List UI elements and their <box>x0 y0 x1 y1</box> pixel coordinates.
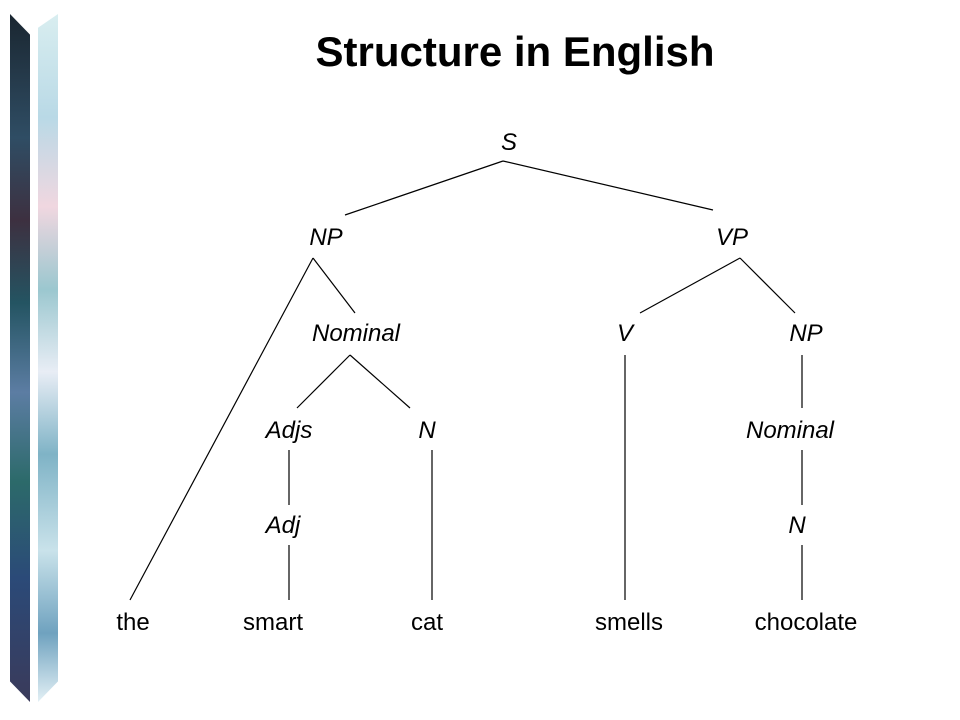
edge-np-nominal <box>312 257 356 314</box>
edge-nominal-n <box>349 354 411 409</box>
word-smells: smells <box>595 609 663 636</box>
node-s: S <box>501 129 517 156</box>
node-nominal: Nominal <box>312 320 401 347</box>
slide-title: Structure in English <box>315 28 715 75</box>
node-n-object: N <box>788 512 806 539</box>
node-adj: Adj <box>264 512 301 539</box>
node-np-object: NP <box>789 320 822 347</box>
edge-vp-v <box>639 257 741 314</box>
edge-vp-np <box>739 257 796 314</box>
edge-s-vp <box>502 160 714 211</box>
node-vp: VP <box>716 224 748 251</box>
word-chocolate: chocolate <box>755 609 858 636</box>
node-nominal-object: Nominal <box>746 417 835 444</box>
edge-np-the <box>129 257 314 601</box>
decorative-strip-dark <box>10 14 30 702</box>
node-adjs: Adjs <box>264 417 313 444</box>
word-cat: cat <box>411 609 443 636</box>
node-np: NP <box>309 224 342 251</box>
edge-nominal-adjs <box>296 354 351 409</box>
word-smart: smart <box>243 609 303 636</box>
node-n: N <box>418 417 436 444</box>
node-v: V <box>617 320 635 347</box>
edge-s-np <box>344 160 504 216</box>
decorative-strip-light <box>38 14 58 702</box>
word-the: the <box>116 609 149 636</box>
